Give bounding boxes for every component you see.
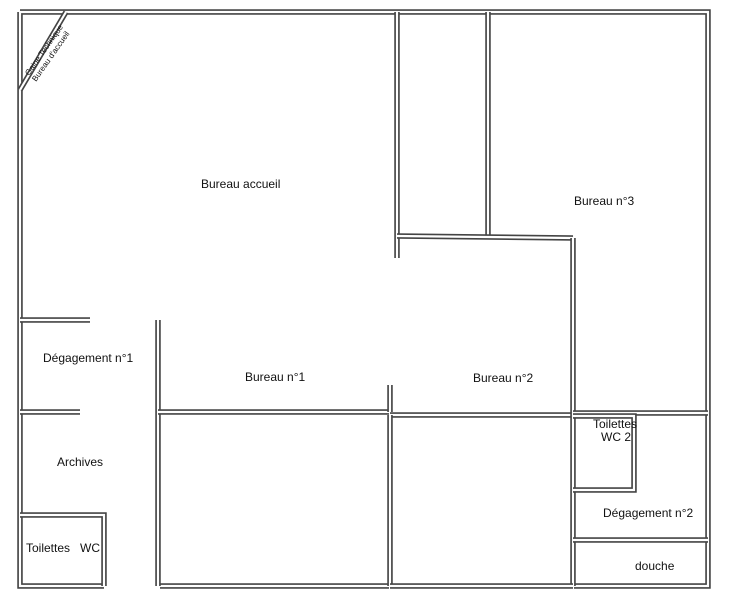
room-label-toilettes-wc2-line2: WC 2 — [601, 430, 631, 444]
outer-wall — [17, 9, 711, 589]
gaine-technique-wall — [17, 10, 69, 92]
room-label-archives: Archives — [57, 455, 103, 469]
room-label-bureau-1: Bureau n°1 — [245, 370, 306, 384]
room-label-bureau-2: Bureau n°2 — [473, 371, 534, 385]
room-label-toilettes-wc2-line1: Toilettes — [593, 417, 637, 431]
room-label-bureau-3: Bureau n°3 — [574, 194, 635, 208]
horizontal-wall-bureau-2-top — [396, 233, 574, 241]
wc2-box — [573, 413, 637, 493]
room-label-toilettes-wc: Toilettes WC — [26, 541, 100, 555]
room-label-degagement-1: Dégagement n°1 — [43, 351, 134, 365]
room-label-degagement-2: Dégagement n°2 — [603, 506, 694, 520]
room-label-bureau-accueil: Bureau accueil — [201, 177, 280, 191]
walls — [17, 9, 711, 589]
room-label-douche: douche — [635, 559, 675, 573]
toilettes-box — [20, 512, 107, 586]
